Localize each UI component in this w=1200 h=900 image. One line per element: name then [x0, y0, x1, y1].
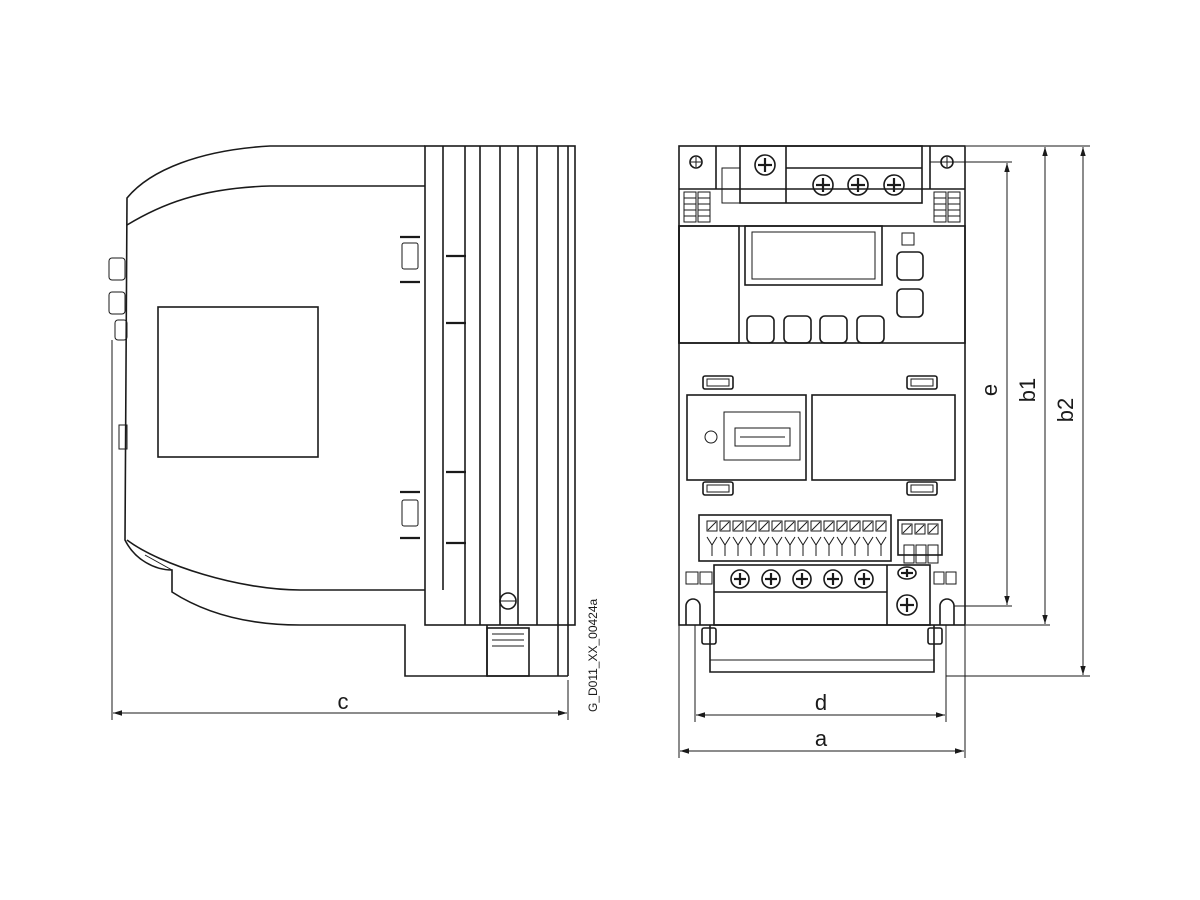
- dimension-b1-label: b1: [1015, 378, 1040, 402]
- terminal-cell: [862, 520, 874, 532]
- option-module-left: [686, 394, 807, 481]
- front-view: d a e b1 b2: [678, 145, 1090, 758]
- shield-plate: [709, 625, 935, 673]
- terminal-cell: [797, 520, 809, 532]
- terminal-cell: [771, 520, 783, 532]
- side-view: c G_D011_XX_00424a: [108, 145, 600, 720]
- power-screw: [823, 569, 843, 589]
- side-bottom-terminal: [486, 627, 530, 677]
- panel-display: [744, 225, 883, 286]
- terminal-cell: [732, 520, 744, 532]
- front-clip: [906, 481, 938, 496]
- top-screw: [754, 154, 776, 176]
- panel-key: [896, 251, 924, 281]
- power-screw: [761, 569, 781, 589]
- panel-led: [901, 232, 915, 246]
- vent-slots-right: [933, 191, 961, 223]
- mounting-hole-top-left: [689, 155, 703, 169]
- figure-code: G_D011_XX_00424a: [586, 598, 600, 712]
- control-terminals: [706, 520, 887, 556]
- terminal-cell: [758, 520, 770, 532]
- terminal-cell: [875, 520, 887, 532]
- top-screw: [812, 174, 834, 196]
- terminal-cell: [784, 520, 796, 532]
- front-clip: [702, 481, 734, 496]
- side-connector: [114, 319, 128, 341]
- panel-key: [896, 288, 924, 318]
- side-housing-outline: [124, 145, 488, 677]
- side-clip: [401, 499, 419, 527]
- side-panel-window: [157, 306, 319, 458]
- panel-key: [746, 315, 775, 344]
- terminal-cell: [719, 520, 731, 532]
- relay-terminal: [897, 519, 943, 556]
- bottom-power-terminal: [713, 564, 931, 626]
- panel-key: [856, 315, 885, 344]
- front-clip: [906, 375, 938, 390]
- side-connector: [108, 291, 126, 315]
- side-connector: [108, 257, 126, 281]
- terminal-cell: [706, 520, 718, 532]
- dimension-c-label: c: [338, 689, 349, 714]
- power-screw: [854, 569, 874, 589]
- dimension-a-label: a: [815, 726, 828, 751]
- module-led: [704, 430, 718, 444]
- ground-screw: [897, 566, 917, 580]
- power-screw: [730, 569, 750, 589]
- side-connector: [118, 424, 128, 450]
- front-clip: [702, 375, 734, 390]
- panel-left-cover: [678, 225, 740, 344]
- top-screw: [847, 174, 869, 196]
- mounting-slot-bottom-left: [685, 598, 701, 625]
- dimension-d-label: d: [815, 690, 827, 715]
- terminal-cell: [745, 520, 757, 532]
- terminal-cell: [849, 520, 861, 532]
- vent-slots-left: [683, 191, 711, 223]
- side-lower-curve: [126, 539, 425, 591]
- power-screw: [792, 569, 812, 589]
- terminal-cell: [823, 520, 835, 532]
- terminal-cell: [836, 520, 848, 532]
- control-terminal-strip: [698, 514, 892, 562]
- dimension-b2-label: b2: [1053, 398, 1078, 422]
- mounting-slot-bottom-right: [939, 598, 955, 625]
- side-housing-inner-curve: [126, 185, 425, 226]
- top-screw: [883, 174, 905, 196]
- panel-key: [819, 315, 848, 344]
- ground-screw: [896, 594, 918, 616]
- terminal-cell: [810, 520, 822, 532]
- dimension-e-label: e: [977, 384, 1002, 396]
- option-module-right: [811, 394, 956, 481]
- side-clip: [401, 242, 419, 270]
- panel-key: [783, 315, 812, 344]
